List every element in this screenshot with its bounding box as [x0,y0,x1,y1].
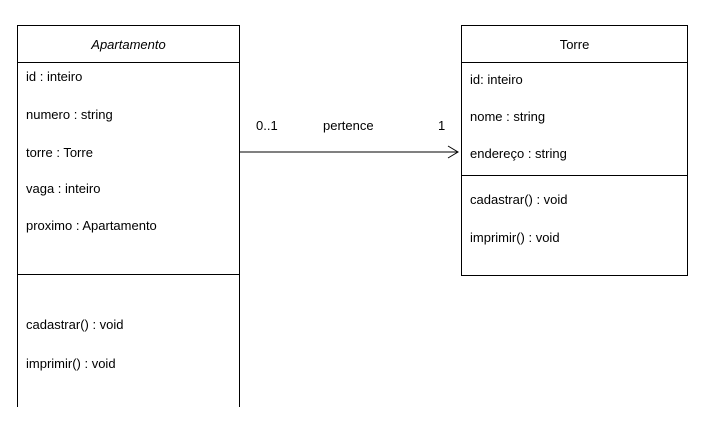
section-divider [462,175,687,176]
class-torre[interactable]: Torre id: inteiro nome : string endereço… [461,25,688,276]
attribute-numero: numero : string [26,107,113,122]
method-cadastrar: cadastrar() : void [26,317,124,332]
class-name-torre: Torre [462,26,687,63]
attribute-id: id : inteiro [26,69,83,84]
association-label: pertence [323,118,374,133]
method-imprimir: imprimir() : void [26,356,116,371]
source-multiplicity: 0..1 [256,118,278,133]
target-multiplicity: 1 [438,118,446,133]
section-divider [18,274,239,275]
attribute-torre: torre : Torre [26,145,93,160]
attribute-nome: nome : string [470,109,546,124]
class-name-apartamento: Apartamento [18,26,239,63]
attribute-proximo: proximo : Apartamento [26,218,157,233]
attribute-vaga: vaga : inteiro [26,181,101,196]
arrowhead-icon [447,145,459,159]
class-apartamento[interactable]: Apartamento id : inteiro numero : string… [17,25,240,407]
method-imprimir: imprimir() : void [470,230,560,245]
method-cadastrar: cadastrar() : void [470,192,568,207]
attribute-endereco: endereço : string [470,146,567,161]
attribute-id: id: inteiro [470,72,523,87]
